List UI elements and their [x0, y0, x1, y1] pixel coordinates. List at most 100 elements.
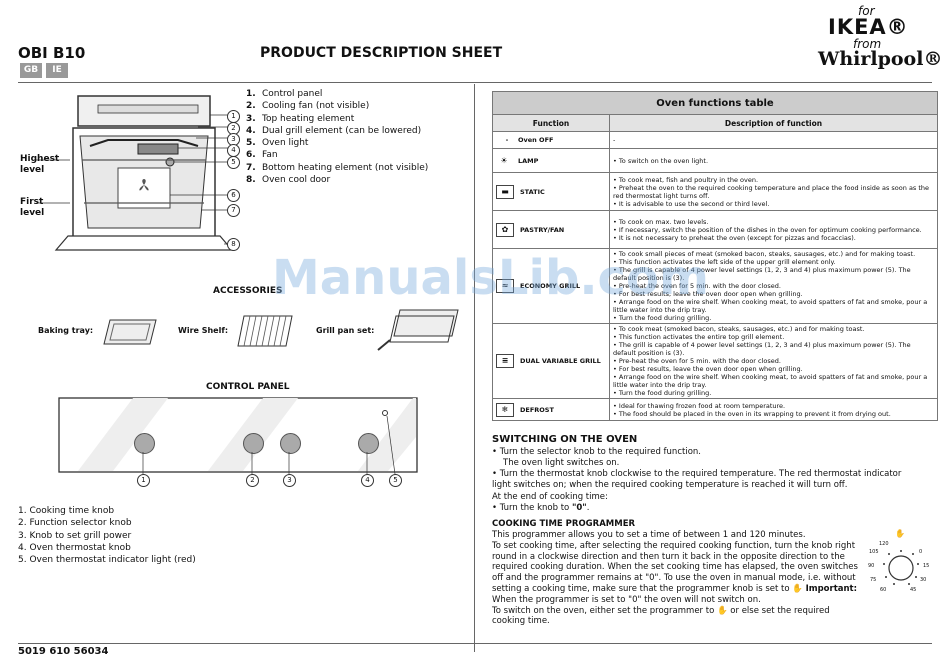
column-header-description: Description of function	[609, 114, 938, 132]
control-panel-leaders	[142, 415, 396, 475]
thermostat-indicator-light	[382, 410, 388, 416]
table-row: ✿PASTRY/FAN To cook on max. two levels. …	[492, 210, 938, 249]
list-item: 6.Fan	[246, 150, 278, 161]
brand-ikea-logo: IKEA®	[828, 15, 909, 39]
dial-label: 105	[869, 549, 879, 555]
callout-8: 8	[227, 238, 240, 251]
dial-label: 75	[870, 577, 877, 583]
defrost-icon: ❄	[496, 402, 514, 417]
callout-7: 7	[227, 204, 240, 217]
panel-callout-5: 5	[389, 474, 402, 487]
top-heating-element	[89, 139, 199, 147]
control-panel-heading: CONTROL PANEL	[206, 382, 290, 392]
wire-shelf-label: Wire Shelf:	[178, 326, 229, 335]
column-divider	[474, 84, 475, 652]
switching-step-2: Turn the thermostat knob clockwise to th…	[492, 469, 922, 491]
lamp-icon: ☀	[500, 155, 508, 165]
brand-for: for	[858, 4, 875, 18]
oven-diagram	[36, 95, 234, 251]
model-name: OBI B10	[18, 44, 86, 62]
lang-badge-gb: GB	[20, 63, 42, 78]
table-row: ❄DEFROST Ideal for thawing frozen food a…	[492, 398, 938, 421]
switching-step-1: Turn the selector knob to the required f…	[492, 447, 872, 458]
oven-light	[165, 157, 175, 167]
fan-icon: ✿	[496, 222, 514, 237]
list-item: 4.Dual grill element (can be lowered)	[246, 125, 422, 136]
list-item: 3. Knob to set grill power	[18, 530, 132, 541]
brand-whirlpool-logo: Whirlpool®	[818, 48, 943, 70]
baking-tray-icon	[103, 319, 157, 345]
dial-label: 45	[910, 587, 917, 593]
dial-label: 60	[880, 587, 887, 593]
lang-badge-ie: IE	[46, 63, 68, 78]
switching-step-1-note: The oven light switches on.	[503, 458, 620, 468]
oven-door	[54, 235, 234, 251]
column-header-function: Function	[492, 114, 610, 132]
page-title: PRODUCT DESCRIPTION SHEET	[260, 45, 503, 61]
dual-grill-element	[137, 143, 179, 155]
programmer-dial	[883, 550, 919, 585]
list-item: 8.Oven cool door	[246, 175, 331, 186]
thermostat-knob[interactable]	[358, 433, 379, 454]
oven-parts-list: 1.Control panel 2.Cooling fan (not visib…	[246, 88, 428, 186]
dial-hand-icon: ✋	[895, 529, 905, 538]
label-first-level: First level	[20, 197, 45, 218]
dial-label: 30	[920, 577, 927, 583]
table-row: ≡DUAL VARIABLE GRILL To cook meat (smoke…	[492, 323, 938, 399]
grill-power-knob[interactable]	[280, 433, 301, 454]
watermark: ManualsLib.com	[272, 250, 709, 306]
economy-grill-icon: ≈	[496, 279, 514, 293]
dial-label: 90	[868, 563, 875, 569]
list-item: 5.Oven light	[246, 138, 309, 149]
list-item: 2. Function selector knob	[18, 518, 132, 529]
table-title: Oven functions table	[492, 91, 938, 115]
switching-heading: SWITCHING ON THE OVEN	[492, 434, 638, 445]
list-item: 5. Oven thermostat indicator light (red)	[18, 555, 196, 566]
wire-shelf-icon	[237, 315, 293, 347]
oven-functions-table: Oven functions table Function Descriptio…	[492, 91, 938, 421]
table-row: ▬STATIC To cook meat, fish and poultry i…	[492, 172, 938, 211]
grill-pan-icon	[377, 309, 459, 351]
hand-icon: ✋	[717, 605, 728, 616]
switching-step-3: Turn the knob to "0".	[492, 503, 872, 514]
fan-icon	[139, 179, 149, 191]
panel-callout-4: 4	[361, 474, 374, 487]
dial-label: 120	[879, 541, 889, 547]
grill-pan-label: Grill pan set:	[316, 326, 375, 335]
callout-5: 5	[227, 156, 240, 169]
list-item: 2.Cooling fan (not visible)	[246, 101, 370, 112]
table-row: ≈ECONOMY GRILL To cook small pieces of m…	[492, 248, 938, 324]
list-item: 7.Bottom heating element (not visible)	[246, 162, 429, 173]
static-icon: ▬	[496, 184, 514, 199]
switching-end-label: At the end of cooking time:	[492, 492, 608, 502]
oven-off-icon: -	[505, 136, 509, 144]
fan-cover	[117, 167, 171, 209]
programmer-text: This programmer allows you to set a time…	[492, 530, 858, 627]
panel-callout-2: 2	[246, 474, 259, 487]
programmer-heading: COOKING TIME PROGRAMMER	[492, 519, 636, 529]
list-item: 1. Cooking time knob	[18, 506, 115, 516]
oven-cooling-fan	[97, 104, 199, 114]
table-row: ☀LAMP To switch on the oven light.	[492, 148, 938, 173]
list-item: 3.Top heating element	[246, 113, 355, 124]
brand-from: from	[853, 37, 882, 51]
accessories-heading: ACCESSORIES	[213, 286, 283, 296]
cooking-time-knob[interactable]	[134, 433, 155, 454]
callout-6: 6	[227, 189, 240, 202]
function-selector-knob[interactable]	[243, 433, 264, 454]
baking-tray-label: Baking tray:	[38, 326, 94, 335]
list-item: 1.Control panel	[246, 89, 323, 99]
control-knobs-list: 1. Cooking time knob 2. Function selecto…	[18, 505, 196, 566]
label-highest-level: Highest level	[20, 154, 60, 175]
table-row: -Oven OFF -	[492, 131, 938, 149]
list-item: 4. Oven thermostat knob	[18, 542, 131, 553]
dial-label: 15	[923, 563, 930, 569]
header-divider	[18, 82, 932, 83]
hand-icon: ✋	[792, 583, 803, 594]
dial-label: 0	[919, 549, 923, 555]
dual-grill-icon: ≡	[496, 354, 514, 368]
panel-callout-3: 3	[283, 474, 296, 487]
document-code: 5019 610 56034	[18, 646, 109, 657]
panel-callout-1: 1	[137, 474, 150, 487]
footer-divider	[18, 643, 932, 644]
